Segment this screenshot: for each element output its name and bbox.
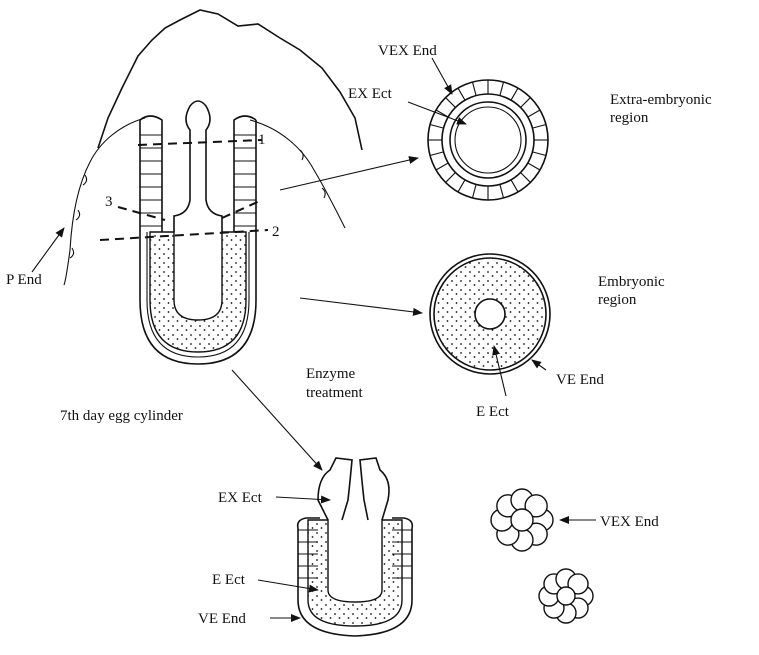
extraembryonic-region-label-1: Extra-embryonic: [610, 92, 712, 108]
proamniotic-cavity: [174, 101, 222, 232]
vex-cell-division: [521, 173, 531, 183]
extraembryonic-cross-section: [428, 80, 548, 200]
vex-end-bottom-label: VEX End: [600, 514, 659, 530]
enzyme-label-2: treatment: [306, 385, 363, 401]
ve-end-mid-arrow: [532, 360, 546, 370]
vex-rosette-1: [491, 489, 553, 551]
ectoplacental-cone: [98, 10, 362, 150]
vex-cell-division: [436, 163, 448, 170]
ex-ect-bottom-arrow: [276, 497, 330, 500]
vex-endoderm-cells: [428, 80, 548, 200]
egg-cylinder-main: 1 2 3 P End: [6, 10, 362, 364]
ex-ect-top-label: EX Ect: [348, 86, 393, 102]
ve-end-bottom-label: VE End: [198, 611, 246, 627]
embryonic-region-label-1: Embryonic: [598, 274, 665, 290]
vex-cell-division: [511, 88, 518, 100]
cut-line-1: [138, 140, 262, 145]
vex-cell-division: [458, 88, 465, 100]
vex-cell-division: [500, 184, 504, 198]
vex-cell-division: [521, 98, 531, 108]
p-end-arrow: [32, 228, 64, 272]
arrow-to-embryonic: [300, 298, 422, 313]
extraembryonic-segments: [140, 135, 256, 226]
vex-cell-division: [528, 163, 540, 170]
ex-ect-bottom-label: EX Ect: [218, 490, 263, 506]
vex-rosette-2: [539, 569, 593, 623]
vex-cell-center: [511, 509, 533, 531]
vex-cell-division: [430, 152, 444, 156]
p-end-label: P End: [6, 272, 42, 288]
embryonic-ectoderm-fill: [150, 232, 246, 352]
cut-label-3: 3: [105, 194, 113, 210]
cut-label-1: 1: [258, 132, 266, 148]
vex-cell-division: [472, 184, 476, 198]
vex-cell-division: [472, 82, 476, 96]
vex-end-top-arrow: [432, 58, 452, 94]
enzyme-treated-cylinder: [298, 458, 413, 636]
e-ect-bottom-label: E Ect: [212, 572, 246, 588]
vex-cell-division: [430, 124, 444, 128]
vex-cell-center: [557, 587, 575, 605]
vex-end-top-label: VEX End: [378, 43, 437, 59]
cut-label-2: 2: [272, 224, 280, 240]
vex-cell-division: [532, 124, 546, 128]
arrow-to-extraembryonic: [280, 158, 418, 190]
vex-cell-division: [528, 110, 540, 117]
vex-cell-division: [532, 152, 546, 156]
embryonic-region-label-2: region: [598, 292, 637, 308]
enzyme-label-1: Enzyme: [306, 366, 355, 382]
extraembryonic-region-label-2: region: [610, 110, 649, 126]
e-ect-mid-label: E Ect: [476, 404, 510, 420]
egg-cylinder-caption: 7th day egg cylinder: [60, 408, 183, 424]
vex-cell-division: [511, 180, 518, 192]
vex-cell-division: [458, 180, 465, 192]
ve-end-mid-label: VE End: [556, 372, 604, 388]
vex-cell-division: [446, 98, 456, 108]
embryonic-cross-section: [430, 254, 550, 374]
vex-cell-division: [500, 82, 504, 96]
vex-cell-division: [446, 173, 456, 183]
vex-end-rosettes: [491, 489, 593, 623]
